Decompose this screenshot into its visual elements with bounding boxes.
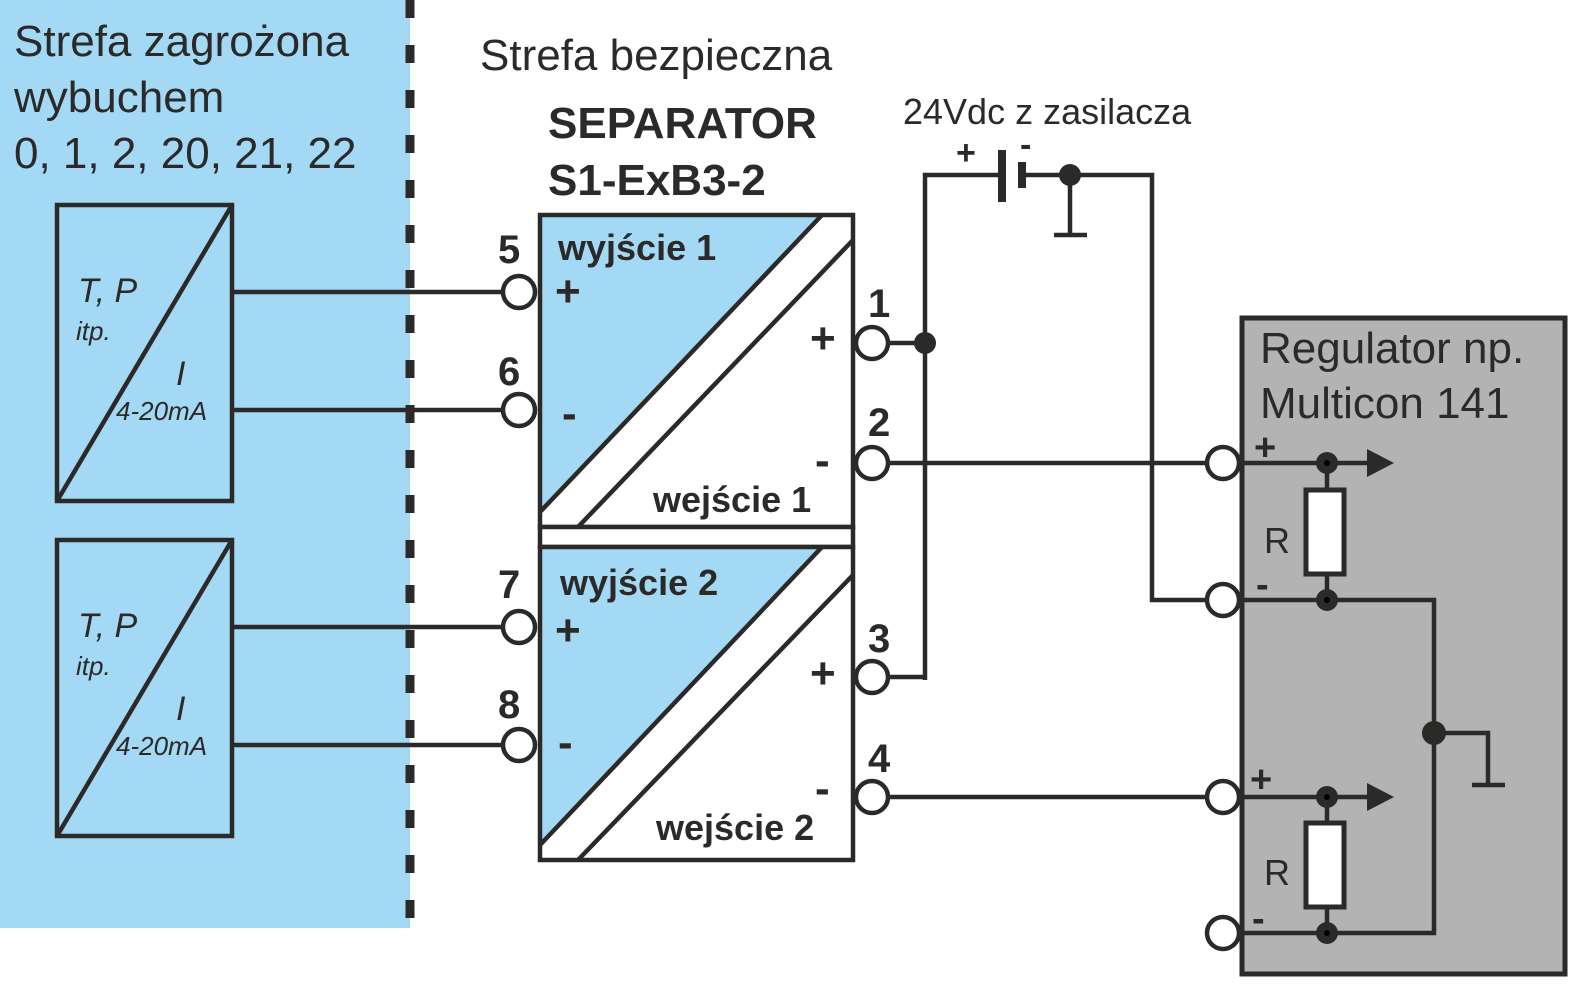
terminal-8-number: 8: [498, 683, 520, 727]
output-2-label: wyjście 2: [559, 562, 718, 603]
regulator-title-line1: Regulator np.: [1260, 324, 1524, 373]
terminal-4-number: 4: [868, 737, 891, 781]
transmitter-2-range: 4-20mA: [116, 731, 207, 761]
wire-supply-plus: [922, 172, 990, 680]
hazard-zone-area: [0, 0, 410, 928]
resistor-2-label: R: [1264, 852, 1290, 893]
separator-model: S1-ExB3-2: [548, 156, 766, 205]
regulator-terminal-2-plus[interactable]: [1204, 778, 1242, 816]
terminal-3-polarity: +: [810, 649, 836, 698]
junction-terminal1: [914, 332, 936, 354]
transmitter-1-range: 4-20mA: [116, 396, 207, 426]
regulator-title-line2: Multicon 141: [1260, 379, 1509, 428]
regulator-box: Regulator np. Multicon 141 R + - R + -: [1239, 315, 1568, 977]
terminal-8-polarity: -: [558, 718, 573, 767]
terminal-2-polarity: -: [815, 436, 830, 485]
hazard-zone-numbers: 0, 1, 2, 20, 21, 22: [14, 129, 356, 178]
input-2-label: wejście 2: [655, 807, 814, 848]
terminal-3-number: 3: [868, 617, 890, 661]
transmitter-2: T, P itp. I 4-20mA: [54, 537, 235, 839]
battery-minus-sign: -: [1020, 126, 1031, 164]
terminal-1[interactable]: [853, 324, 891, 362]
terminal-6-number: 6: [498, 350, 520, 394]
separator-title: SEPARATOR: [548, 99, 817, 148]
regulator-input-2-minus: -: [1252, 898, 1265, 940]
terminal-2-number: 2: [868, 401, 890, 445]
terminal-1-polarity: +: [810, 314, 836, 363]
terminal-7[interactable]: [500, 608, 538, 646]
regulator-ground-stem: [1434, 730, 1491, 785]
regulator-terminal-2-minus[interactable]: [1204, 914, 1242, 952]
regulator-terminal-1-minus[interactable]: [1204, 581, 1242, 619]
transmitter-2-signal: I: [176, 690, 186, 728]
transmitter-2-quantity: T, P: [78, 607, 138, 645]
transmitter-1-quantity: T, P: [78, 272, 138, 310]
terminal-2[interactable]: [853, 444, 891, 482]
terminal-8[interactable]: [500, 726, 538, 764]
terminal-5-number: 5: [498, 228, 520, 272]
power-supply-label: 24Vdc z zasilacza: [903, 91, 1192, 132]
transmitter-2-quantity-note: itp.: [76, 651, 111, 681]
terminal-3[interactable]: [853, 658, 891, 696]
regulator-input-2-plus: +: [1250, 759, 1272, 801]
input-2-arrow-icon: [1367, 783, 1394, 811]
terminal-4-polarity: -: [815, 764, 830, 813]
terminal-7-polarity: +: [555, 606, 581, 655]
resistor-2: [1303, 820, 1347, 910]
resistor-1: [1303, 487, 1347, 577]
terminal-6[interactable]: [500, 391, 538, 429]
regulator-input-1-minus: -: [1256, 564, 1269, 606]
terminal-7-number: 7: [498, 563, 520, 607]
terminal-4[interactable]: [853, 778, 891, 816]
junction-supply-minus: [1059, 164, 1081, 186]
regulator-input-1-plus: +: [1254, 427, 1276, 469]
transmitter-1: T, P itp. I 4-20mA: [54, 202, 235, 504]
regulator-terminal-1-plus[interactable]: [1204, 444, 1242, 482]
output-1-label: wyjście 1: [557, 227, 716, 268]
terminal-5[interactable]: [500, 273, 538, 311]
terminal-5-polarity: +: [555, 267, 581, 316]
battery-plus-sign: +: [956, 134, 976, 172]
wire-supply-minus: [1026, 172, 1222, 603]
separator-channel-2: wyjście 2 wejście 2 + - + -: [537, 544, 856, 863]
transmitter-1-quantity-note: itp.: [76, 316, 111, 346]
safe-zone-title: Strefa bezpieczna: [480, 31, 833, 80]
terminal-6-polarity: -: [562, 389, 577, 438]
hazard-zone-title-line2: wybuchem: [13, 73, 224, 122]
separator-divider: [537, 524, 856, 550]
terminal-1-number: 1: [868, 282, 890, 326]
transmitter-1-signal: I: [176, 355, 186, 393]
input-1-arrow-icon: [1367, 449, 1394, 477]
separator-channel-1: wyjście 1 wejście 1 + - + -: [537, 212, 856, 530]
input-1-label: wejście 1: [652, 479, 811, 520]
resistor-1-label: R: [1264, 520, 1290, 561]
hazard-zone-title-line1: Strefa zagrożona: [14, 17, 350, 66]
